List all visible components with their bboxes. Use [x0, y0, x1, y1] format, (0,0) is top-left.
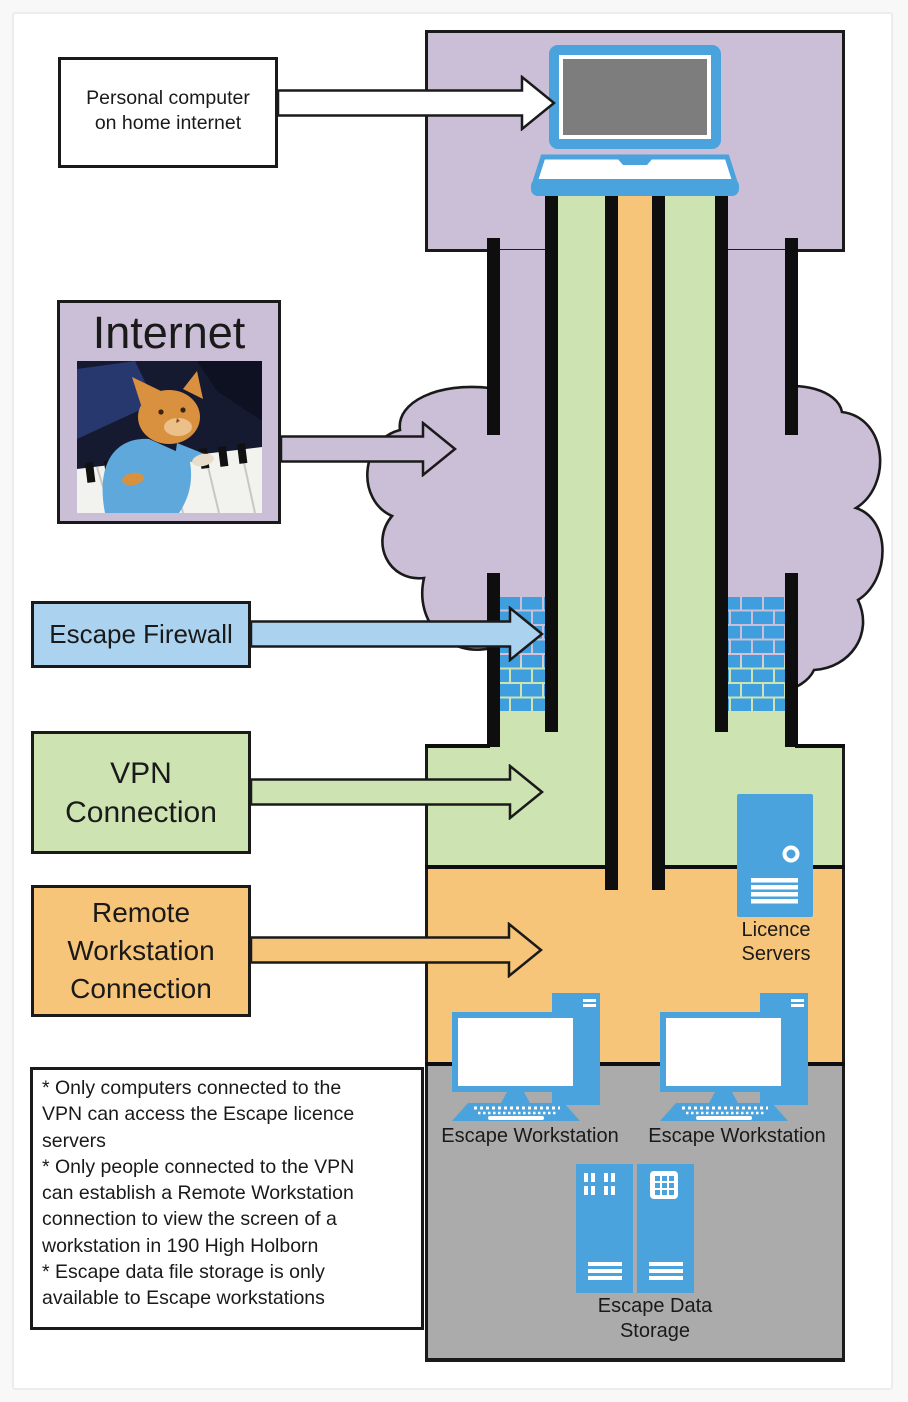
pipe-line-inner-right — [652, 190, 665, 890]
internet-title: Internet — [92, 307, 246, 358]
firewall-brick-wall — [500, 597, 785, 713]
notes-box: * Only computers connected to the VPN ca… — [30, 1067, 424, 1330]
arrow-remote — [251, 922, 543, 978]
vpn-strip-right — [665, 190, 715, 747]
arrow-internet-to-cloud — [281, 421, 457, 477]
remote-callout: Remote Workstation Connection — [31, 885, 251, 1017]
note-item: * Only people connected to the VPN can e… — [42, 1155, 355, 1257]
wall-bar-left-lower — [487, 573, 500, 747]
wall-bar-right-upper — [785, 238, 798, 435]
arrow-vpn — [251, 764, 544, 820]
vpn-callout: VPN Connection — [31, 731, 251, 854]
wall-bar-right-lower — [785, 573, 798, 747]
workstation-icon-left — [452, 993, 600, 1121]
arrow-firewall — [251, 606, 544, 662]
pipe-line-outer-right — [715, 190, 728, 732]
note-item: * Only computers connected to the VPN ca… — [42, 1077, 355, 1152]
laptop-icon — [531, 45, 739, 196]
note-item: * Escape data file storage is only avail… — [42, 1261, 325, 1310]
keyboard-cat-image — [76, 361, 262, 513]
internet-callout: Internet — [57, 300, 281, 524]
data-storage-icon — [576, 1164, 694, 1293]
workstation-right-label: Escape Workstation — [648, 1125, 826, 1147]
remote-strip — [618, 190, 652, 890]
pipe-line-inner-left — [605, 190, 618, 890]
licence-server-icon — [737, 794, 813, 917]
vpn-zone-top-edge-right — [795, 744, 845, 748]
wall-bar-left-upper — [487, 238, 500, 435]
remote-storage-boundary — [425, 1062, 845, 1066]
licence-servers-label: Licence Servers — [741, 919, 811, 965]
vpn-zone-top-edge-left — [425, 744, 490, 748]
firewall-callout: Escape Firewall — [31, 601, 251, 668]
vpn-strip-left — [558, 190, 605, 747]
pipe-line-outer-left — [545, 190, 558, 732]
data-storage-label: Escape Data Storage — [597, 1295, 713, 1342]
workstation-left-label: Escape Workstation — [441, 1125, 619, 1147]
workstation-icon-right — [660, 993, 808, 1121]
pc-callout: Personal computer on home internet — [58, 57, 278, 168]
arrow-pc-to-laptop — [278, 75, 556, 131]
